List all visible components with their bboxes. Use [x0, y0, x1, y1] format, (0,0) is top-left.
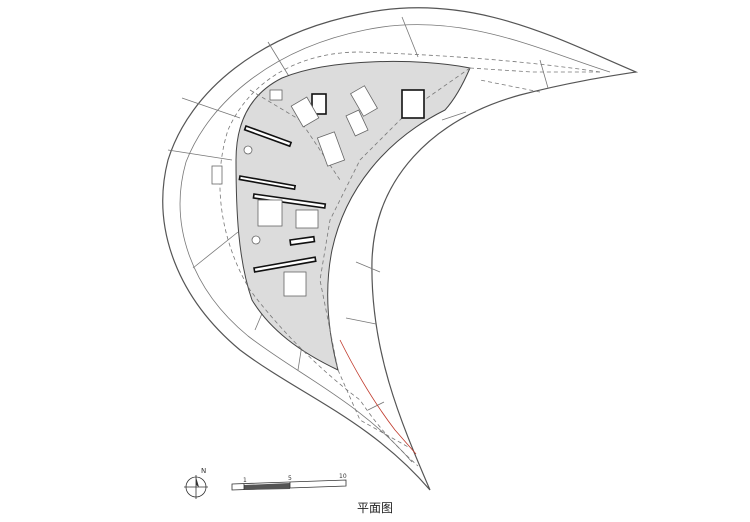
scale-bar	[231, 479, 347, 491]
shell-inner-line	[179, 24, 611, 463]
interior-walls	[238, 89, 425, 273]
scale-label-1: 1	[243, 477, 247, 484]
drawing-title: 平面图	[356, 501, 393, 515]
outer-shell	[162, 7, 639, 491]
north-label: N	[201, 467, 206, 475]
furniture	[211, 85, 378, 297]
north-arrow	[184, 475, 208, 499]
scale-label-10: 10	[339, 473, 347, 480]
scale-label-5: 5	[288, 475, 292, 482]
site-boundary-line	[339, 339, 417, 455]
